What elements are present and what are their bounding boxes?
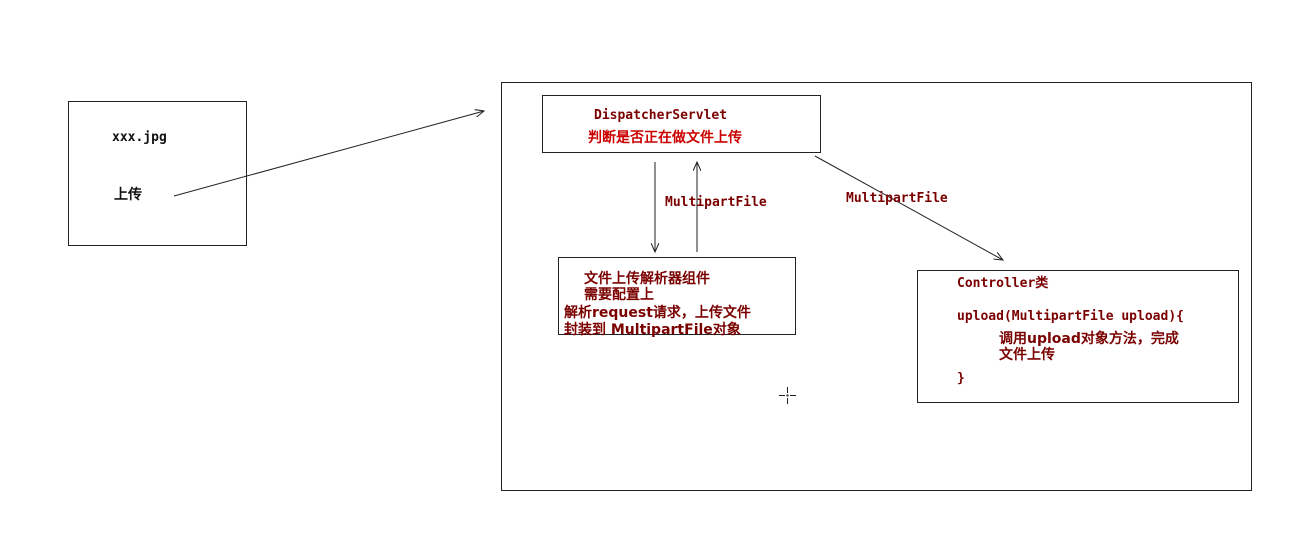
resolver-line-1: 文件上传解析器组件 [584,271,710,287]
crosshair-cursor-icon [779,387,796,404]
dispatcher-servlet-box [542,95,821,153]
resolver-line-4: 封装到 MultipartFile对象 [564,322,741,338]
controller-body-line-1: 调用upload对象方法，完成 [999,331,1179,347]
arrow-label-multipart-right: MultipartFile [846,191,948,206]
controller-box [917,270,1239,403]
dispatcher-title: DispatcherServlet [594,108,728,123]
multipart-resolver-box [558,257,796,335]
server-container [501,82,1252,491]
controller-body-line-2: 文件上传 [999,347,1055,363]
client-box [68,101,247,246]
controller-method-signature: upload(MultipartFile upload){ [957,309,1184,324]
resolver-line-2: 需要配置上 [584,287,654,303]
controller-closing-brace: } [957,371,965,386]
arrow-label-multipart-left: MultipartFile [665,195,767,210]
resolver-line-3: 解析request请求，上传文件 [564,305,751,321]
controller-title: Controller类 [957,276,1049,291]
client-upload-label: 上传 [114,187,142,203]
client-filename: xxx.jpg [112,130,167,145]
dispatcher-subtitle: 判断是否正在做文件上传 [588,130,742,146]
